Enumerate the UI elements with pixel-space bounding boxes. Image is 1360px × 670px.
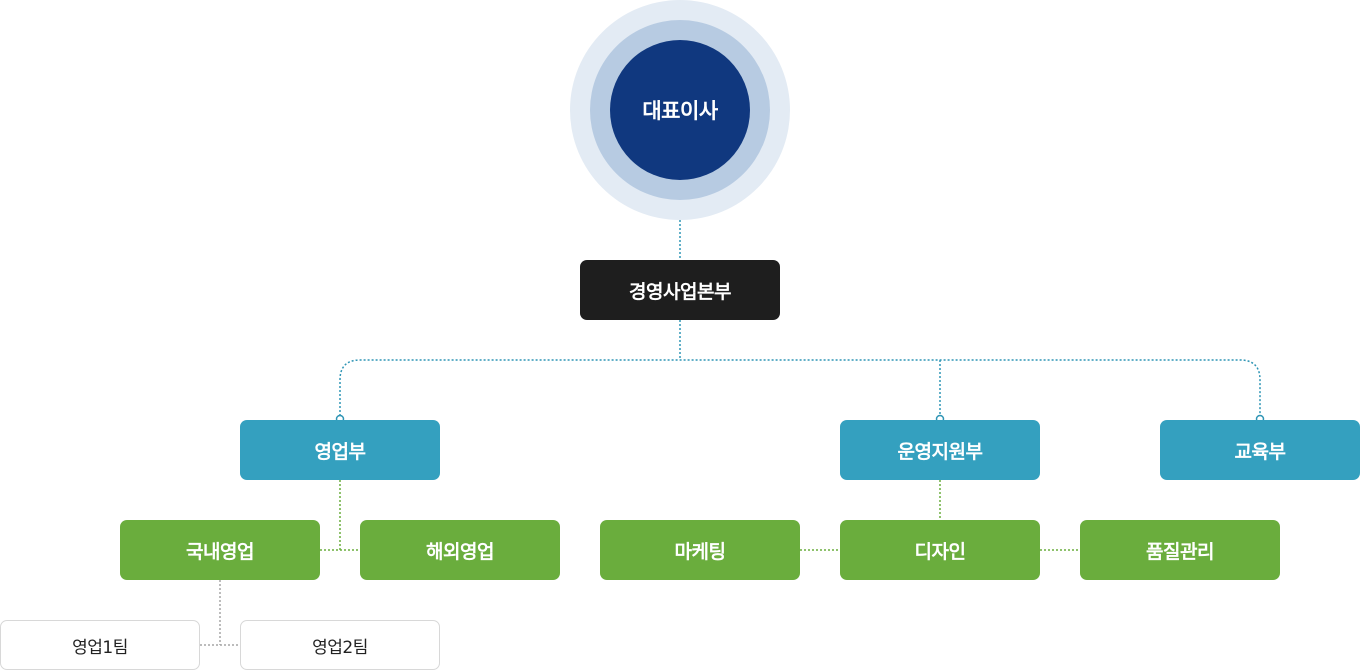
team-node-design: 디자인 bbox=[840, 520, 1040, 580]
team-label: 품질관리 bbox=[1146, 540, 1214, 563]
unit-label: 영업2팀 bbox=[312, 637, 368, 658]
ceo-label: 대표이사 bbox=[642, 99, 718, 123]
team-node-marketing: 마케팅 bbox=[600, 520, 800, 580]
department-node-education: 교육부 bbox=[1160, 420, 1360, 480]
team-label: 국내영업 bbox=[186, 540, 254, 563]
team-node-domestic-sales: 국내영업 bbox=[120, 520, 320, 580]
team-node-overseas-sales: 해외영업 bbox=[360, 520, 560, 580]
department-node-operations: 운영지원부 bbox=[840, 420, 1040, 480]
department-node-sales: 영업부 bbox=[240, 420, 440, 480]
unit-label: 영업1팀 bbox=[72, 637, 128, 658]
department-label: 운영지원부 bbox=[897, 440, 983, 463]
department-label: 영업부 bbox=[314, 440, 366, 463]
ceo-node: 대표이사 bbox=[610, 40, 750, 180]
department-label: 교육부 bbox=[1234, 440, 1286, 463]
team-label: 마케팅 bbox=[674, 540, 726, 563]
unit-node-sales-1: 영업1팀 bbox=[0, 620, 200, 670]
team-node-quality: 품질관리 bbox=[1080, 520, 1280, 580]
connector-department-bus bbox=[339, 359, 1261, 420]
team-label: 디자인 bbox=[914, 540, 966, 563]
unit-node-sales-2: 영업2팀 bbox=[240, 620, 440, 670]
team-label: 해외영업 bbox=[426, 540, 494, 563]
division-node: 경영사업본부 bbox=[580, 260, 780, 320]
division-label: 경영사업본부 bbox=[629, 280, 731, 303]
